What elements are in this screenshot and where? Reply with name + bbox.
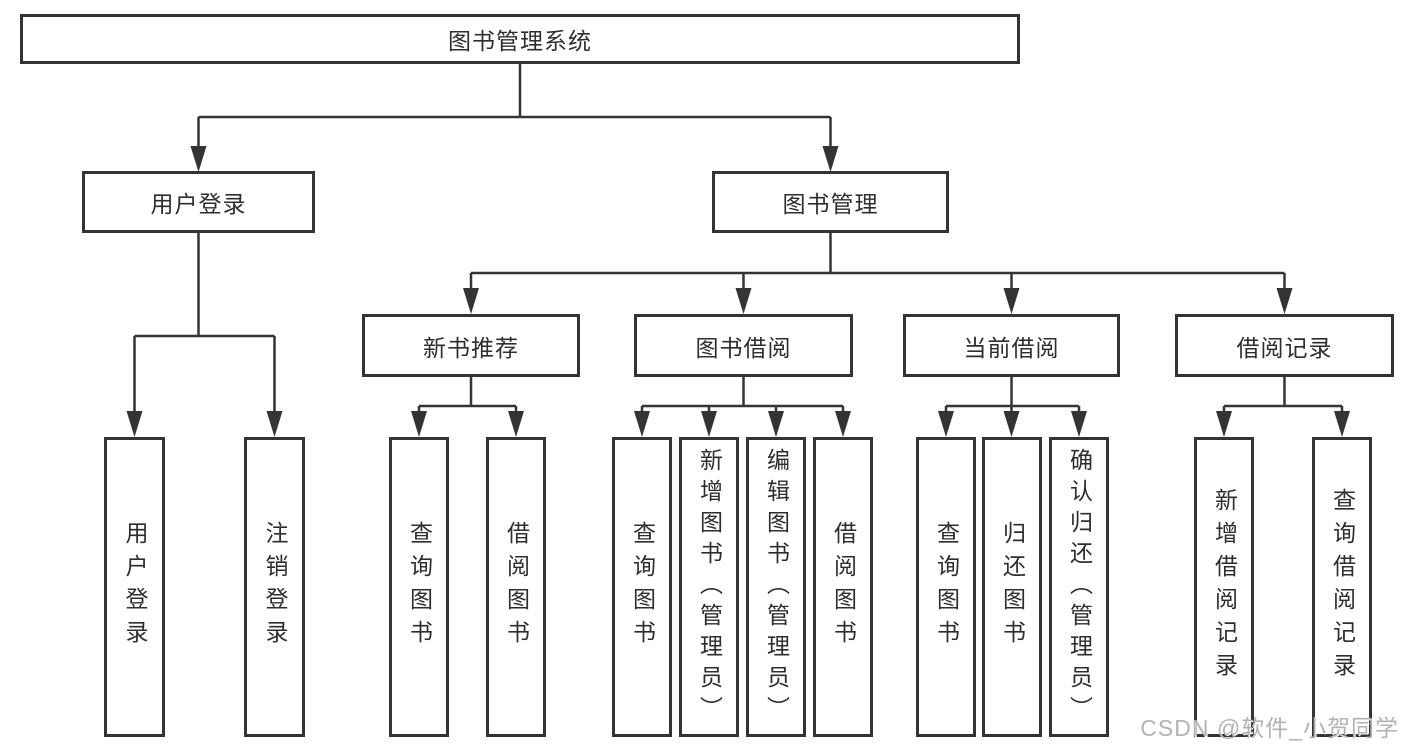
leaf-query-borrow-record: 查询借阅记录	[1312, 437, 1372, 737]
leaf-borrow-books: 借阅图书	[486, 437, 546, 737]
leaf-query-books: 查询图书	[916, 437, 976, 737]
leaf-label: 归还图书	[999, 521, 1026, 653]
leaf-return-books: 归还图书	[982, 437, 1042, 737]
node-label: 当前借阅	[963, 334, 1060, 361]
node-label: 新书推荐	[423, 334, 519, 361]
leaf-add-borrow-record: 新增借阅记录	[1194, 437, 1254, 737]
node-borrow-records: 借阅记录	[1175, 314, 1394, 377]
leaf-borrow-books: 借阅图书	[813, 437, 873, 737]
leaf-label: 新增图书（管理员）	[696, 447, 723, 727]
node-user-login: 用户登录	[82, 171, 315, 233]
node-label: 图书管理	[782, 191, 879, 217]
leaf-confirm-return-admin: 确认归还（管理员）	[1049, 437, 1109, 737]
leaf-label: 编辑图书（管理员）	[763, 447, 790, 727]
node-book-management: 图书管理	[712, 171, 949, 233]
leaf-label: 注销登录	[262, 521, 288, 653]
node-label: 图书借阅	[695, 334, 792, 361]
node-label: 图书管理系统	[448, 28, 592, 54]
leaf-label: 新增借阅记录	[1211, 488, 1238, 686]
leaf-label: 查询借阅记录	[1329, 488, 1356, 686]
leaf-query-books: 查询图书	[612, 437, 672, 737]
node-label: 借阅记录	[1236, 334, 1333, 361]
leaf-label: 查询图书	[933, 521, 960, 653]
csdn-watermark: CSDN @软件_小贺同学	[1140, 715, 1399, 741]
leaf-query-books: 查询图书	[389, 437, 449, 737]
leaf-label: 用户登录	[122, 521, 148, 653]
node-book-borrow: 图书借阅	[634, 314, 853, 377]
leaf-edit-books-admin: 编辑图书（管理员）	[746, 437, 806, 737]
leaf-label: 查询图书	[406, 521, 433, 653]
node-label: 用户登录	[150, 191, 247, 217]
leaf-label: 借阅图书	[830, 521, 857, 653]
leaf-label: 确认归还（管理员）	[1066, 447, 1093, 727]
node-new-book-recommend: 新书推荐	[362, 314, 580, 377]
leaf-user-login: 用户登录	[104, 437, 165, 737]
node-library-management-system: 图书管理系统	[20, 14, 1020, 64]
node-current-borrow: 当前借阅	[903, 314, 1120, 377]
leaf-add-books-admin: 新增图书（管理员）	[679, 437, 739, 737]
leaf-logout: 注销登录	[244, 437, 305, 737]
leaf-label: 查询图书	[629, 521, 656, 653]
leaf-label: 借阅图书	[503, 521, 530, 653]
